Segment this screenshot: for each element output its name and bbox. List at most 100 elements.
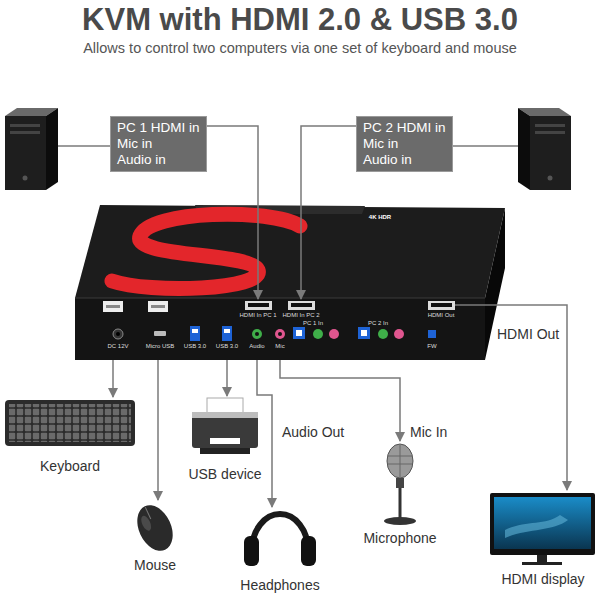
mic-neck — [396, 478, 404, 488]
mic-jack — [275, 329, 285, 339]
port-label: PC 2 In — [368, 320, 388, 327]
edge-highlight — [75, 298, 485, 299]
display-neck — [537, 555, 547, 562]
callout-text: Audio in — [363, 152, 446, 168]
drive-bay — [535, 124, 565, 127]
device-label: Keyboard — [40, 458, 100, 475]
fw-button — [428, 330, 436, 338]
callout-text: PC 2 HDMI in — [363, 120, 446, 136]
screen-shark — [505, 515, 568, 538]
tower-front — [5, 116, 46, 190]
subtitle: Allows to control two computers via one … — [83, 40, 517, 57]
device-front — [75, 298, 485, 360]
usb-port — [103, 301, 123, 312]
microphone-icon — [384, 444, 416, 525]
hdmi-slot — [291, 303, 312, 307]
usb-b-port — [293, 327, 305, 339]
leader-line — [280, 360, 400, 441]
tower-side — [518, 108, 530, 190]
callout-text: PC 1 HDMI in — [117, 120, 200, 136]
usb-b-tongue — [296, 330, 302, 336]
usb-port-tongue — [151, 305, 165, 308]
dc-jack-pin — [116, 332, 120, 336]
leader-line — [157, 360, 159, 500]
tower-side — [46, 108, 58, 190]
callout-box: PC 1 HDMI inMic inAudio in — [110, 116, 207, 172]
usb-b-port — [358, 327, 370, 339]
device-label: HDMI display — [501, 571, 584, 588]
hdmi-port — [245, 301, 272, 310]
hdmi-port — [428, 301, 455, 310]
logo — [112, 214, 300, 288]
leader-lines — [58, 126, 567, 507]
usb-port — [148, 301, 168, 312]
mouse-body — [130, 499, 179, 556]
display-icon — [490, 493, 595, 565]
callout-text: Audio in — [117, 152, 200, 168]
device-label: Mouse — [134, 557, 176, 574]
printer-tray — [200, 448, 250, 454]
mic-jack — [394, 329, 404, 339]
port-label: Audio — [249, 343, 264, 350]
mic-base — [384, 517, 416, 525]
device-marking: 4K HDR — [369, 214, 391, 221]
pc-tower — [5, 108, 58, 190]
tower-front — [530, 116, 571, 190]
printer-body — [192, 412, 258, 448]
ear-cup — [301, 536, 316, 566]
hdmi-slot — [248, 303, 269, 307]
mic-jack — [329, 329, 339, 339]
mouse-highlight — [139, 514, 153, 532]
jack-hole — [255, 332, 259, 336]
callout-text: Mic in — [363, 136, 446, 152]
callout-label: Audio Out — [282, 424, 344, 441]
printer-icon — [192, 398, 258, 454]
device-top — [75, 205, 505, 298]
usb3-port — [222, 326, 232, 341]
device-label: USB device — [188, 466, 261, 483]
leader-line — [455, 305, 567, 490]
mouse-icon — [130, 499, 179, 556]
title: KVM with HDMI 2.0 & USB 3.0 — [82, 2, 518, 38]
ear-cup — [244, 536, 259, 566]
printer-top — [192, 412, 258, 418]
callout-text: Mic in — [117, 136, 200, 152]
port-label: USB 3.0 — [216, 343, 238, 350]
leader-line — [257, 360, 272, 507]
dc-jack — [113, 329, 123, 339]
callout-label: HDMI Out — [497, 326, 559, 343]
micro-usb-port — [154, 331, 166, 336]
mic-head — [387, 444, 413, 478]
mic-grille — [400, 445, 401, 477]
device-label: Microphone — [363, 530, 436, 547]
leader-line — [226, 360, 228, 396]
callout-label: Mic In — [410, 424, 447, 441]
kvm-device — [75, 205, 505, 360]
headband — [252, 514, 308, 550]
headphones-icon — [244, 514, 316, 566]
leader-line — [112, 360, 114, 397]
audio-jack — [252, 329, 262, 339]
port-label: FW — [427, 343, 436, 350]
display-screen — [494, 497, 591, 549]
callout-box: PC 2 HDMI inMic inAudio in — [356, 116, 453, 172]
keyboard-body — [5, 400, 135, 446]
drive-bay — [535, 131, 565, 134]
pc-tower — [518, 108, 571, 190]
display-frame — [490, 493, 595, 555]
audio-jack — [313, 329, 323, 339]
mic-stand — [399, 488, 402, 518]
usb-b-tongue — [361, 330, 367, 336]
audio-jack — [378, 329, 388, 339]
usb3-port — [190, 326, 200, 341]
power-button — [548, 176, 553, 181]
power-button — [23, 176, 28, 181]
usb3-tongue — [224, 329, 230, 333]
device-label: Headphones — [240, 577, 319, 594]
port-label: HDMI Out — [428, 312, 455, 319]
printer-output — [210, 438, 240, 444]
jack-hole — [278, 332, 282, 336]
drive-bay — [10, 124, 40, 127]
